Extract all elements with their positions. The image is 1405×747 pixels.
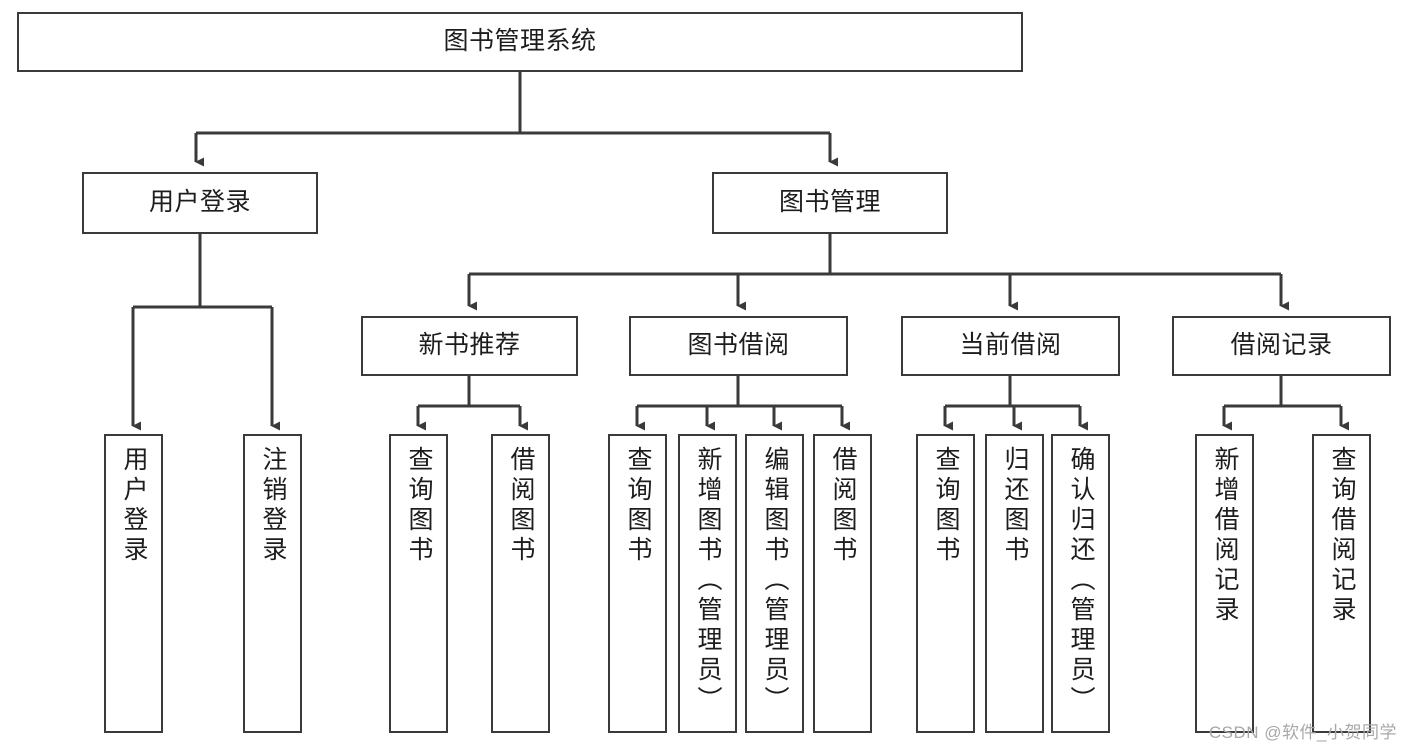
leaf-user-login-login[interactable]: 用户登录 <box>104 434 163 733</box>
node-label: 借阅图书 <box>829 446 857 566</box>
node-book-borrow[interactable]: 图书借阅 <box>629 316 848 376</box>
node-label: 查询图书 <box>932 446 960 566</box>
node-label: 图书借阅 <box>687 331 790 360</box>
leaf-borrow-edit-book-admin[interactable]: 编辑图书（管理员） <box>745 434 804 733</box>
node-label: 用户登录 <box>120 446 148 566</box>
node-book-management[interactable]: 图书管理 <box>712 172 948 234</box>
node-label: 查询图书 <box>405 446 433 566</box>
node-label: 新增借阅记录 <box>1211 446 1239 626</box>
node-label: 编辑图书（管理员） <box>761 446 789 716</box>
leaf-record-add-record[interactable]: 新增借阅记录 <box>1195 434 1254 733</box>
leaf-recommend-query-book[interactable]: 查询图书 <box>389 434 448 733</box>
leaf-borrow-borrow-book[interactable]: 借阅图书 <box>813 434 872 733</box>
leaf-current-return-book[interactable]: 归还图书 <box>985 434 1044 733</box>
node-label: 确认归还（管理员） <box>1067 446 1095 716</box>
node-label: 图书管理系统 <box>443 27 597 56</box>
leaf-borrow-add-book-admin[interactable]: 新增图书（管理员） <box>678 434 737 733</box>
leaf-borrow-query-book[interactable]: 查询图书 <box>608 434 667 733</box>
node-label: 查询借阅记录 <box>1328 446 1356 626</box>
node-label: 新增图书（管理员） <box>694 446 722 716</box>
leaf-record-query-record[interactable]: 查询借阅记录 <box>1312 434 1371 733</box>
node-label: 当前借阅 <box>959 331 1062 360</box>
node-user-login[interactable]: 用户登录 <box>82 172 318 234</box>
node-root-system[interactable]: 图书管理系统 <box>17 12 1023 72</box>
node-label: 借阅记录 <box>1230 331 1333 360</box>
node-label: 借阅图书 <box>507 446 535 566</box>
node-label: 归还图书 <box>1001 446 1029 566</box>
node-label: 注销登录 <box>259 446 287 566</box>
leaf-user-login-logout[interactable]: 注销登录 <box>243 434 302 733</box>
node-new-book-recommend[interactable]: 新书推荐 <box>361 316 578 376</box>
node-current-borrow[interactable]: 当前借阅 <box>901 316 1120 376</box>
leaf-current-confirm-return-admin[interactable]: 确认归还（管理员） <box>1051 434 1110 733</box>
node-label: 新书推荐 <box>418 331 521 360</box>
csdn-watermark: CSDN @软件_小贺同学 <box>1208 723 1397 742</box>
node-label: 用户登录 <box>148 188 251 217</box>
node-label: 查询图书 <box>624 446 652 566</box>
leaf-recommend-borrow-book[interactable]: 借阅图书 <box>491 434 550 733</box>
node-borrow-record[interactable]: 借阅记录 <box>1172 316 1391 376</box>
leaf-current-query-book[interactable]: 查询图书 <box>916 434 975 733</box>
node-label: 图书管理 <box>778 188 881 217</box>
